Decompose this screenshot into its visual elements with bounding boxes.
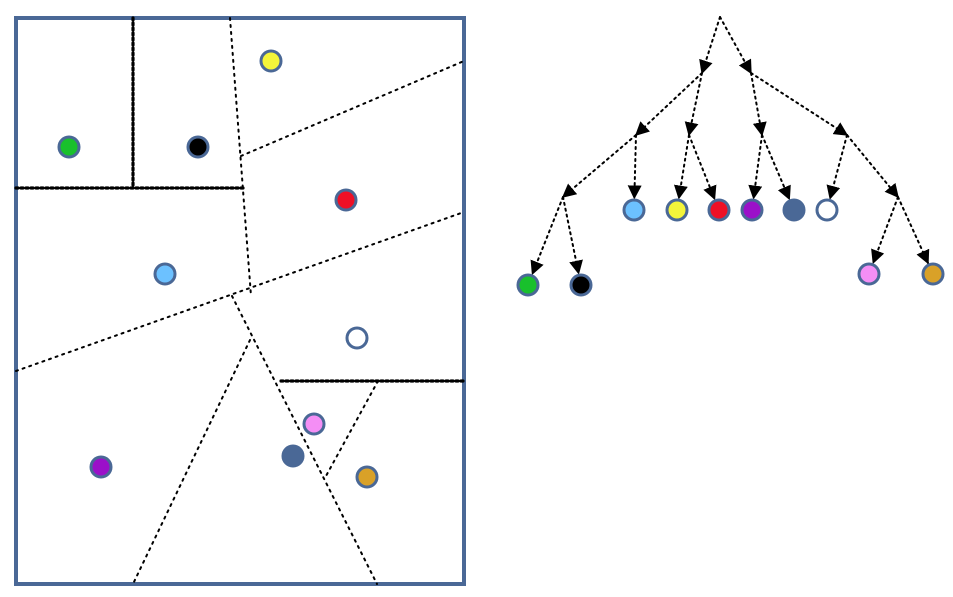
tree-leaf-green: [516, 273, 540, 297]
partition-lines: [14, 16, 466, 585]
tree-leaf-pink: [857, 262, 881, 286]
tree-edge: [530, 196, 564, 276]
tree-leaf-darkblue: [782, 198, 806, 222]
partition-frame: [14, 16, 466, 586]
tree-edge: [871, 196, 899, 265]
point-white: [345, 326, 369, 350]
tree-edge: [562, 196, 583, 275]
tree-leaves: [516, 198, 945, 297]
partition-points: [57, 49, 379, 489]
tree-edge: [897, 196, 930, 265]
tree-leaf-lightblue: [622, 198, 646, 222]
tree-edges: [530, 16, 930, 276]
tree-edge: [750, 72, 767, 137]
tree-leaf-red: [707, 198, 731, 222]
point-pink: [302, 412, 326, 436]
tree-edge: [684, 72, 703, 137]
split-line: [132, 339, 251, 585]
point-yellow: [259, 49, 283, 73]
tree-edge: [846, 134, 899, 199]
split-line: [325, 380, 379, 477]
tree-edge: [561, 134, 637, 198]
tree-edge: [627, 134, 642, 200]
tree-edge: [826, 134, 848, 200]
point-orange: [355, 465, 379, 489]
tree-leaf-orange: [921, 262, 945, 286]
split-line: [229, 17, 252, 297]
tree-edge: [719, 16, 752, 75]
split-line: [240, 60, 465, 157]
tree-edge: [748, 134, 763, 200]
tree-edge: [750, 72, 849, 136]
point-purple: [89, 455, 113, 479]
point-black: [186, 135, 210, 159]
tree-leaf-purple: [740, 198, 764, 222]
point-darkblue: [281, 444, 305, 468]
tree-leaf-yellow: [665, 198, 689, 222]
tree-leaf-black: [569, 273, 593, 297]
tree-edge: [761, 134, 791, 201]
tree-edge: [634, 72, 703, 136]
point-green: [57, 135, 81, 159]
tree-edge: [688, 134, 717, 201]
tree-edge: [699, 16, 721, 75]
split-line: [15, 211, 465, 372]
split-line: [231, 295, 378, 585]
tree-leaf-white: [815, 198, 839, 222]
point-lightblue: [153, 262, 177, 286]
point-red: [334, 188, 358, 212]
tree-edge: [673, 134, 690, 200]
tree-panel: [516, 16, 945, 297]
partition-panel: [14, 16, 466, 586]
